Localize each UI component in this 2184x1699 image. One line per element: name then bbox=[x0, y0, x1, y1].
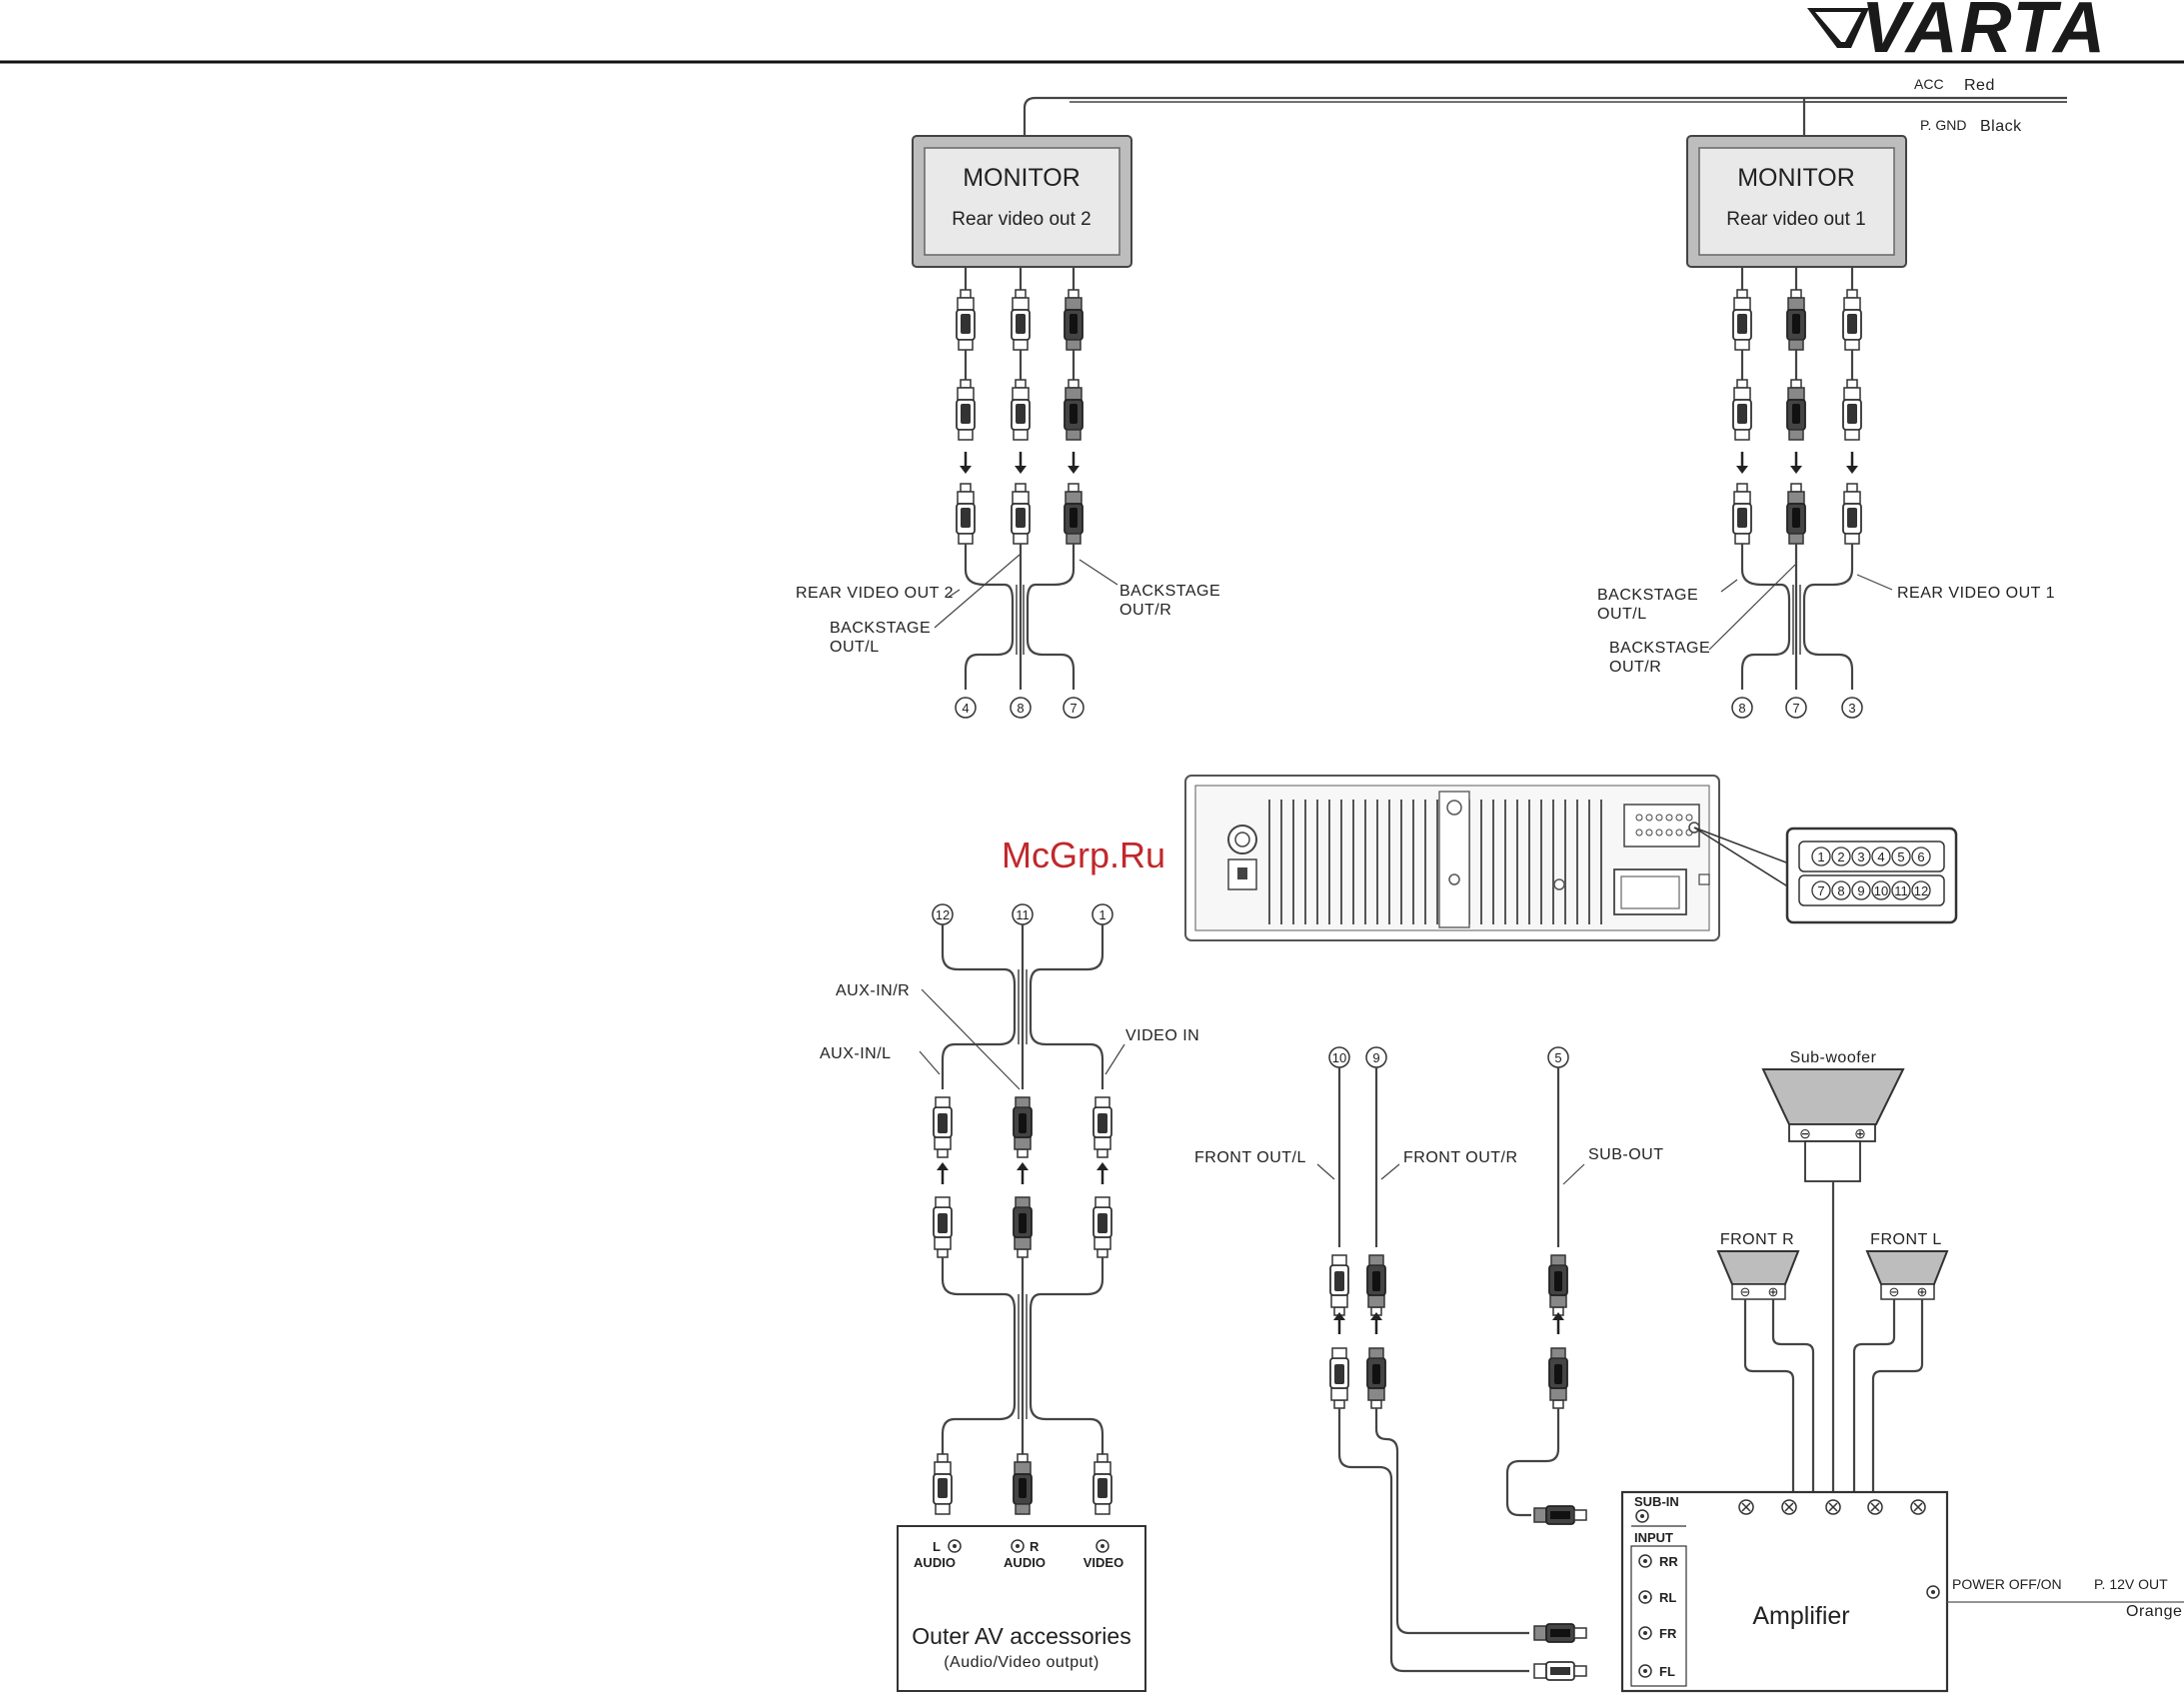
right-pin-8: 8 bbox=[1738, 701, 1745, 716]
amp-fr-label: FR bbox=[1659, 1626, 1677, 1641]
rear-video-out-1-label: REAR VIDEO OUT 1 bbox=[1897, 585, 2055, 602]
conn-pin-1: 1 bbox=[1817, 850, 1824, 864]
front-l-label: FRONT L bbox=[1870, 1231, 1942, 1248]
front-l-plus-icon: ⊕ bbox=[1917, 1284, 1928, 1299]
conn-pin-5: 5 bbox=[1897, 850, 1904, 864]
av-l-label: L bbox=[933, 1539, 941, 1554]
front-sub-cables: 10 9 5 FRONT OUT/L FRONT OUT/R SUB-OUT bbox=[1194, 1046, 1664, 1681]
front-l-minus-icon: ⊖ bbox=[1889, 1284, 1900, 1299]
right-backstage-out-l-label-2: OUT/L bbox=[1597, 606, 1647, 623]
right-pin-3: 3 bbox=[1848, 701, 1855, 716]
aux-pin-11: 11 bbox=[1016, 907, 1030, 922]
backstage-out-l-label-2: OUT/L bbox=[830, 639, 880, 656]
varta-logo: VARTA bbox=[1807, 0, 2107, 68]
connector-pinout: 1 2 3 4 5 6 7 8 9 10 11 12 bbox=[1785, 827, 1958, 924]
head-unit-back bbox=[1184, 775, 1795, 941]
outer-av-title: Outer AV accessories bbox=[912, 1623, 1130, 1649]
backstage-out-l-label-1: BACKSTAGE bbox=[830, 620, 931, 637]
conn-pin-8: 8 bbox=[1837, 883, 1844, 898]
backstage-out-r-label-2: OUT/R bbox=[1119, 602, 1171, 619]
av-audio-r-label: AUDIO bbox=[1004, 1555, 1046, 1570]
rear-video-out-2-label: REAR VIDEO OUT 2 bbox=[796, 585, 954, 602]
right-pin-7: 7 bbox=[1792, 701, 1799, 716]
gnd-color: Black bbox=[1980, 118, 2022, 135]
subwoofer-minus-icon: ⊖ bbox=[1799, 1125, 1811, 1141]
power-wires: ACC Red P. GND Black bbox=[1023, 76, 2067, 136]
av-audio-l-label: AUDIO bbox=[914, 1555, 956, 1570]
amp-fl-label: FL bbox=[1659, 1664, 1675, 1679]
monitor-1-title: MONITOR bbox=[1737, 164, 1855, 192]
gnd-code: P. GND bbox=[1920, 117, 1966, 133]
front-l-speaker: FRONT L ⊖ ⊕ bbox=[1852, 1231, 1949, 1492]
conn-pin-2: 2 bbox=[1837, 850, 1844, 864]
front-r-speaker: FRONT R ⊖ ⊕ bbox=[1716, 1231, 1815, 1492]
monitor-2-subtitle: Rear video out 2 bbox=[952, 209, 1091, 230]
front-r-minus-icon: ⊖ bbox=[1740, 1284, 1751, 1299]
left-top-cables: 4 8 7 REAR VIDEO OUT 2 BACKSTAGE OUT/L B… bbox=[796, 267, 1220, 719]
front-r-plus-icon: ⊕ bbox=[1768, 1284, 1779, 1299]
amp-input-label: INPUT bbox=[1634, 1530, 1673, 1545]
conn-pin-10: 10 bbox=[1874, 883, 1888, 898]
conn-pin-3: 3 bbox=[1857, 850, 1864, 864]
amp-rr-label: RR bbox=[1659, 1554, 1678, 1569]
acc-code: ACC bbox=[1914, 76, 1944, 92]
p12v-out-label: P. 12V OUT bbox=[2094, 1576, 2168, 1592]
front-out-l-label: FRONT OUT/L bbox=[1194, 1149, 1306, 1166]
front-pin-5: 5 bbox=[1554, 1050, 1561, 1065]
amp-rl-label: RL bbox=[1659, 1590, 1676, 1605]
video-in-label: VIDEO IN bbox=[1125, 1027, 1199, 1044]
aux-pin-1: 1 bbox=[1098, 907, 1105, 922]
right-backstage-out-r-label-2: OUT/R bbox=[1609, 659, 1661, 676]
conn-pin-12: 12 bbox=[1914, 883, 1928, 898]
orange-label: Orange bbox=[2126, 1603, 2182, 1620]
conn-pin-9: 9 bbox=[1857, 883, 1864, 898]
aux-in-l-label: AUX-IN/L bbox=[820, 1045, 892, 1062]
front-pin-9: 9 bbox=[1372, 1050, 1379, 1065]
monitor-1: MONITOR Rear video out 1 bbox=[1686, 135, 1907, 268]
sub-out-label: SUB-OUT bbox=[1588, 1146, 1664, 1163]
conn-pin-7: 7 bbox=[1817, 883, 1824, 898]
watermark: McGrp.Ru bbox=[1002, 835, 1165, 875]
conn-pin-11: 11 bbox=[1894, 883, 1908, 898]
outer-av-subtitle: (Audio/Video output) bbox=[944, 1654, 1099, 1671]
conn-pin-4: 4 bbox=[1877, 850, 1884, 864]
outer-av-box: L AUDIO R AUDIO VIDEO Outer AV accessori… bbox=[897, 1525, 1146, 1692]
subwoofer: Sub-woofer ⊖ ⊕ bbox=[1761, 1049, 1905, 1492]
right-backstage-out-l-label-1: BACKSTAGE bbox=[1597, 587, 1698, 604]
front-pin-10: 10 bbox=[1332, 1050, 1346, 1065]
aux-input-cables: 12 11 1 AUX-IN/R AUX-IN/L VIDEO IN bbox=[820, 903, 1199, 1515]
backstage-out-r-label-1: BACKSTAGE bbox=[1119, 583, 1220, 600]
right-top-cables: 8 7 3 BACKSTAGE OUT/L BACKSTAGE OUT/R RE… bbox=[1597, 267, 2055, 719]
monitor-1-subtitle: Rear video out 1 bbox=[1726, 209, 1865, 230]
power-off-on-label: POWER OFF/ON bbox=[1952, 1576, 2062, 1592]
amp-sub-in-label: SUB-IN bbox=[1634, 1494, 1679, 1509]
acc-color: Red bbox=[1964, 77, 1995, 94]
av-r-label: R bbox=[1030, 1539, 1040, 1554]
monitor-2: MONITOR Rear video out 2 bbox=[912, 135, 1132, 268]
aux-pin-12: 12 bbox=[936, 907, 950, 922]
right-backstage-out-r-label-1: BACKSTAGE bbox=[1609, 640, 1710, 657]
monitor-2-title: MONITOR bbox=[963, 164, 1081, 192]
av-video-label: VIDEO bbox=[1084, 1555, 1123, 1570]
front-r-label: FRONT R bbox=[1720, 1231, 1794, 1248]
left-pin-8: 8 bbox=[1017, 701, 1024, 716]
amplifier: SUB-IN INPUT RR RL FR FL Amplifier POWER… bbox=[1620, 1490, 2184, 1693]
conn-pin-6: 6 bbox=[1917, 850, 1924, 864]
brand-name: VARTA bbox=[1861, 0, 2107, 68]
front-out-r-label: FRONT OUT/R bbox=[1403, 1149, 1518, 1166]
left-pin-4: 4 bbox=[962, 701, 969, 716]
amplifier-title: Amplifier bbox=[1752, 1602, 1849, 1630]
subwoofer-label: Sub-woofer bbox=[1790, 1049, 1877, 1066]
subwoofer-plus-icon: ⊕ bbox=[1854, 1125, 1866, 1141]
left-pin-7: 7 bbox=[1070, 701, 1077, 716]
aux-in-r-label: AUX-IN/R bbox=[836, 982, 910, 999]
